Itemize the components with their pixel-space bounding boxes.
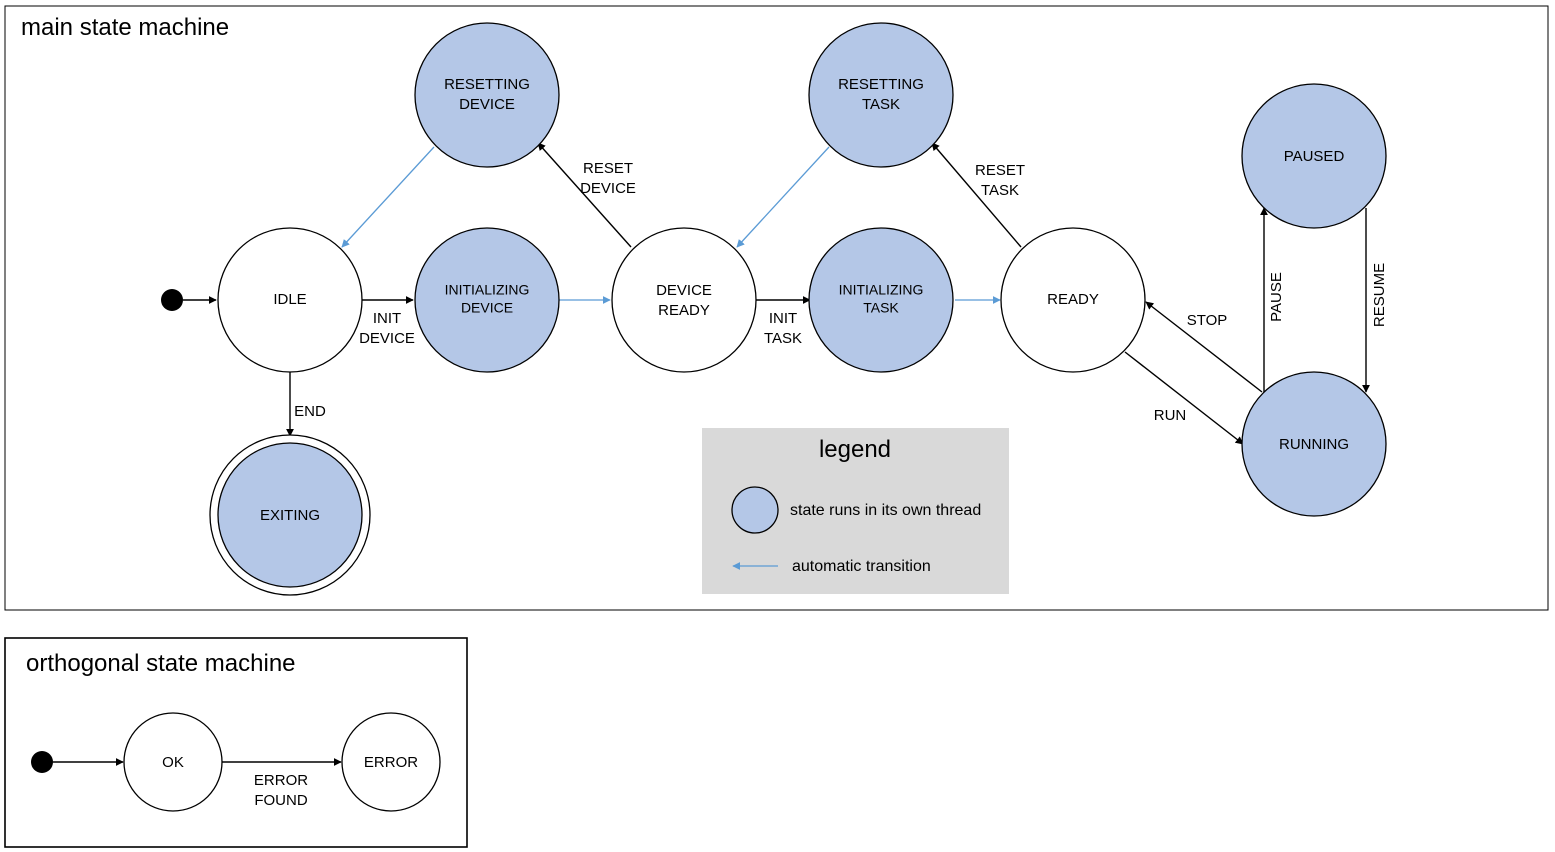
- state-resetting-device: RESETTING DEVICE: [414, 22, 560, 168]
- state-exiting-label: EXITING: [260, 507, 320, 524]
- main-frame-title: main state machine: [21, 14, 229, 41]
- label-init-task-line1: INIT: [769, 310, 797, 327]
- main-transitions: [161, 142, 1370, 445]
- edge-auto-to-idle: [341, 146, 435, 248]
- orthogonal-frame-title: orthogonal state machine: [26, 650, 296, 677]
- state-initializing-task: INITIALIZING TASK: [808, 227, 954, 373]
- label-pause: PAUSE: [1268, 272, 1285, 322]
- state-resetting-task-label-line2: TASK: [862, 96, 900, 113]
- state-exiting-circle: [217, 442, 363, 588]
- state-device-ready-circle: [611, 227, 757, 373]
- legend-threaded-state-swatch: [731, 486, 779, 534]
- state-paused-label: PAUSED: [1284, 148, 1345, 165]
- label-stop: STOP: [1187, 312, 1228, 329]
- state-device-ready-label-line2: READY: [658, 302, 710, 319]
- label-init-device-line1: INIT: [373, 310, 401, 327]
- initial-state-dot: [161, 289, 183, 311]
- state-resetting-task-circle: [808, 22, 954, 168]
- label-run: RUN: [1154, 407, 1187, 424]
- state-idle-circle: [217, 227, 363, 373]
- edge-auto-to-device-ready-from-reset-task: [736, 146, 830, 248]
- orthogonal-state-machine-frame: orthogonal state machine OK ERROR ERROR …: [4, 637, 468, 848]
- state-error-circle: [341, 712, 441, 812]
- main-states: IDLE RESETTING DEVICE INITIALIZING DEVIC…: [209, 22, 1387, 596]
- state-paused: PAUSED: [1241, 83, 1387, 229]
- label-reset-device-line2: DEVICE: [580, 180, 636, 197]
- legend: legend state runs in its own thread auto…: [702, 428, 1009, 594]
- label-end: END: [294, 403, 326, 420]
- state-initializing-device-label-line1: INITIALIZING: [445, 282, 530, 298]
- state-exiting: EXITING: [209, 434, 371, 596]
- state-error-label: ERROR: [364, 754, 418, 771]
- state-running-circle: [1241, 371, 1387, 517]
- state-running-label: RUNNING: [1279, 436, 1349, 453]
- state-initializing-task-label-line1: INITIALIZING: [839, 282, 924, 298]
- state-ready: READY: [1000, 227, 1146, 373]
- label-init-device-line2: DEVICE: [359, 330, 415, 347]
- state-resetting-task-label-line1: RESETTING: [838, 76, 924, 93]
- label-init-task-line2: TASK: [764, 330, 802, 347]
- state-initializing-task-circle: [808, 227, 954, 373]
- edge-reset-task: [931, 142, 1022, 248]
- state-ok-circle: [123, 712, 223, 812]
- orthogonal-initial-state-dot: [31, 751, 53, 773]
- state-resetting-device-label-line2: DEVICE: [459, 96, 515, 113]
- state-device-ready-label-line1: DEVICE: [656, 282, 712, 299]
- label-resume: RESUME: [1371, 263, 1388, 327]
- state-ready-circle: [1000, 227, 1146, 373]
- state-ok: OK: [123, 712, 223, 812]
- edge-reset-device: [537, 142, 632, 248]
- legend-title: legend: [819, 436, 891, 463]
- legend-automatic-text: automatic transition: [792, 558, 931, 575]
- state-resetting-device-circle: [414, 22, 560, 168]
- state-initializing-device-circle: [414, 227, 560, 373]
- state-initializing-device-label-line2: DEVICE: [461, 300, 513, 316]
- state-error: ERROR: [341, 712, 441, 812]
- label-reset-task-line2: TASK: [981, 182, 1019, 199]
- state-ok-label: OK: [162, 754, 184, 771]
- legend-own-thread-text: state runs in its own thread: [790, 502, 981, 519]
- label-error-found-line2: FOUND: [254, 792, 307, 809]
- state-initializing-task-label-line2: TASK: [863, 300, 899, 316]
- main-transition-labels: INIT DEVICE RESET DEVICE INIT TASK RESET…: [294, 160, 1388, 424]
- state-idle-label: IDLE: [273, 291, 306, 308]
- state-ready-label: READY: [1047, 291, 1099, 308]
- label-error-found-line1: ERROR: [254, 772, 308, 789]
- state-device-ready: DEVICE READY: [611, 227, 757, 373]
- edge-run: [1124, 351, 1244, 445]
- state-resetting-device-label-line1: RESETTING: [444, 76, 530, 93]
- state-running: RUNNING: [1241, 371, 1387, 517]
- state-resetting-task: RESETTING TASK: [808, 22, 954, 168]
- state-paused-circle: [1241, 83, 1387, 229]
- state-idle: IDLE: [217, 227, 363, 373]
- label-reset-device-line1: RESET: [583, 160, 633, 177]
- edge-stop: [1145, 301, 1263, 393]
- label-reset-task-line1: RESET: [975, 162, 1025, 179]
- state-initializing-device: INITIALIZING DEVICE: [414, 227, 560, 373]
